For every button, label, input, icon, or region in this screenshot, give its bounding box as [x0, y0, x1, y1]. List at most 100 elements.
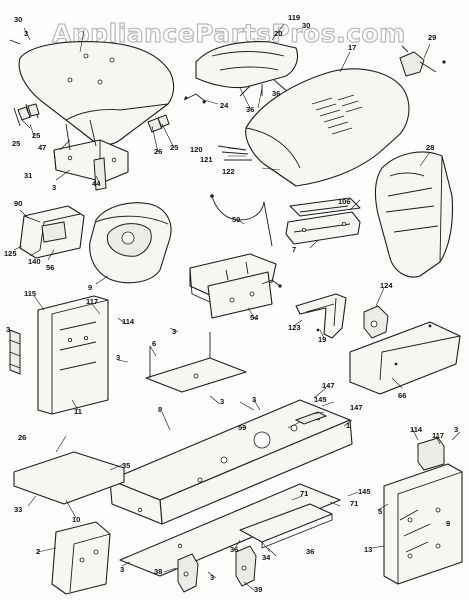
- callout-label: 3: [6, 325, 10, 334]
- callout-label: 3: [210, 573, 214, 582]
- callout-label: 90: [14, 199, 22, 208]
- callout-label: 3: [252, 395, 256, 404]
- callout-label: 119: [288, 13, 300, 22]
- callout-label: 147: [350, 403, 363, 412]
- callout-label: 3: [120, 565, 124, 574]
- callout-label: 36: [306, 547, 314, 556]
- callout-label: 9: [446, 519, 450, 528]
- part-rod-50: [210, 194, 273, 247]
- callout-label: 54: [250, 313, 259, 322]
- callout-label: 44: [92, 179, 101, 188]
- part-rear-plate-13: [383, 463, 463, 585]
- part-hitch-114: [417, 437, 445, 471]
- part-floor-mat-33: [13, 451, 125, 505]
- callout-label: 20: [274, 29, 282, 38]
- part-center-plate-6: [145, 332, 247, 393]
- part-side-panel-66: [349, 321, 461, 395]
- callout-label: 7: [292, 245, 296, 254]
- callout-label: 3: [172, 327, 176, 336]
- callout-label: 114: [410, 425, 423, 434]
- callout-label: 35: [122, 461, 130, 470]
- callout-label: 5: [378, 507, 382, 516]
- leader-lines: [13, 23, 461, 591]
- callout-label: 1: [346, 421, 350, 430]
- callout-label: 122: [222, 167, 235, 176]
- callout-label: 8: [158, 405, 162, 414]
- callout-label: 9: [88, 283, 92, 292]
- callout-label: 145: [314, 395, 327, 404]
- part-main-frame-1: [109, 399, 353, 577]
- callout-label: 28: [426, 143, 434, 152]
- callout-label: 36: [230, 545, 238, 554]
- part-brace-123: [295, 293, 347, 339]
- callout-label: 13: [364, 545, 372, 554]
- callout-label: 33: [14, 505, 22, 514]
- callout-label: 117: [86, 297, 98, 306]
- callout-label: 39: [254, 585, 262, 594]
- callout-label: 3: [52, 183, 56, 192]
- part-dash-brackets: [9, 39, 207, 133]
- callout-label: 147: [322, 381, 335, 390]
- callout-label: 3: [220, 397, 224, 406]
- part-steering-support-31: [53, 119, 129, 191]
- part-left-panel-11: [37, 295, 109, 415]
- callout-label: 3: [116, 353, 120, 362]
- callout-label: 10: [72, 515, 80, 524]
- part-battery-tray-140: [19, 205, 85, 259]
- callout-label: 29: [428, 33, 436, 42]
- callout-label: 2: [36, 547, 40, 556]
- part-hood-bracket-29: [399, 45, 446, 77]
- callout-label: 24: [220, 101, 229, 110]
- callout-label: 117: [432, 431, 444, 440]
- callout-label: 31: [24, 171, 32, 180]
- callout-label: 17: [348, 43, 356, 52]
- part-front-bracket-106: [285, 197, 361, 245]
- part-bracket-39: [235, 545, 257, 587]
- callout-label: 115: [24, 289, 36, 298]
- callout-label: 125: [4, 249, 17, 258]
- callout-label: 36: [272, 89, 280, 98]
- callout-label: 71: [300, 489, 308, 498]
- callout-label: 30: [14, 15, 22, 24]
- callout-label: 3: [454, 425, 458, 434]
- part-hood-side-36: [195, 41, 299, 97]
- callout-label: 140: [28, 257, 41, 266]
- callout-label: 56: [46, 263, 54, 272]
- part-bracket-124: [363, 305, 389, 339]
- part-rear-plate-2: [51, 521, 111, 595]
- callout-label: 19: [318, 335, 326, 344]
- callout-label: 25: [32, 131, 40, 140]
- callout-label: 66: [398, 391, 406, 400]
- part-cowl-bracket-54: [189, 253, 282, 319]
- part-shroud-34: [239, 503, 333, 549]
- hood-grille-slots: [311, 94, 363, 135]
- callout-label: 123: [288, 323, 301, 332]
- callout-label: 34: [262, 553, 271, 562]
- callout-label: 47: [38, 143, 46, 152]
- part-fuel-tank-9: [89, 202, 172, 284]
- callout-labels: 30 3 119 30 20 29 24 36 36 17 25 25 47 2…: [4, 13, 458, 594]
- callout-label: 71: [350, 499, 358, 508]
- callout-label: 3: [24, 29, 28, 38]
- callout-label: 50: [232, 215, 240, 224]
- callout-label: 25: [170, 143, 178, 152]
- callout-label: 6: [152, 339, 156, 348]
- part-left-fasteners-3: [9, 329, 21, 375]
- part-hood-17: [217, 68, 410, 187]
- callout-label: 11: [74, 407, 82, 416]
- callout-label: 38: [154, 567, 162, 576]
- callout-label: 114: [122, 317, 135, 326]
- callout-label: 145: [358, 487, 371, 496]
- part-grille-28: [374, 151, 453, 278]
- part-dash-panel-30: [18, 41, 175, 146]
- callout-label: 26: [154, 147, 162, 156]
- callout-label: 36: [246, 105, 254, 114]
- callout-label: 120: [190, 145, 203, 154]
- callout-label: 26: [18, 433, 26, 442]
- callout-label: 106: [338, 197, 351, 206]
- callout-label: 30: [302, 21, 310, 30]
- callout-label: 59: [238, 423, 246, 432]
- callout-label: 124: [380, 281, 393, 290]
